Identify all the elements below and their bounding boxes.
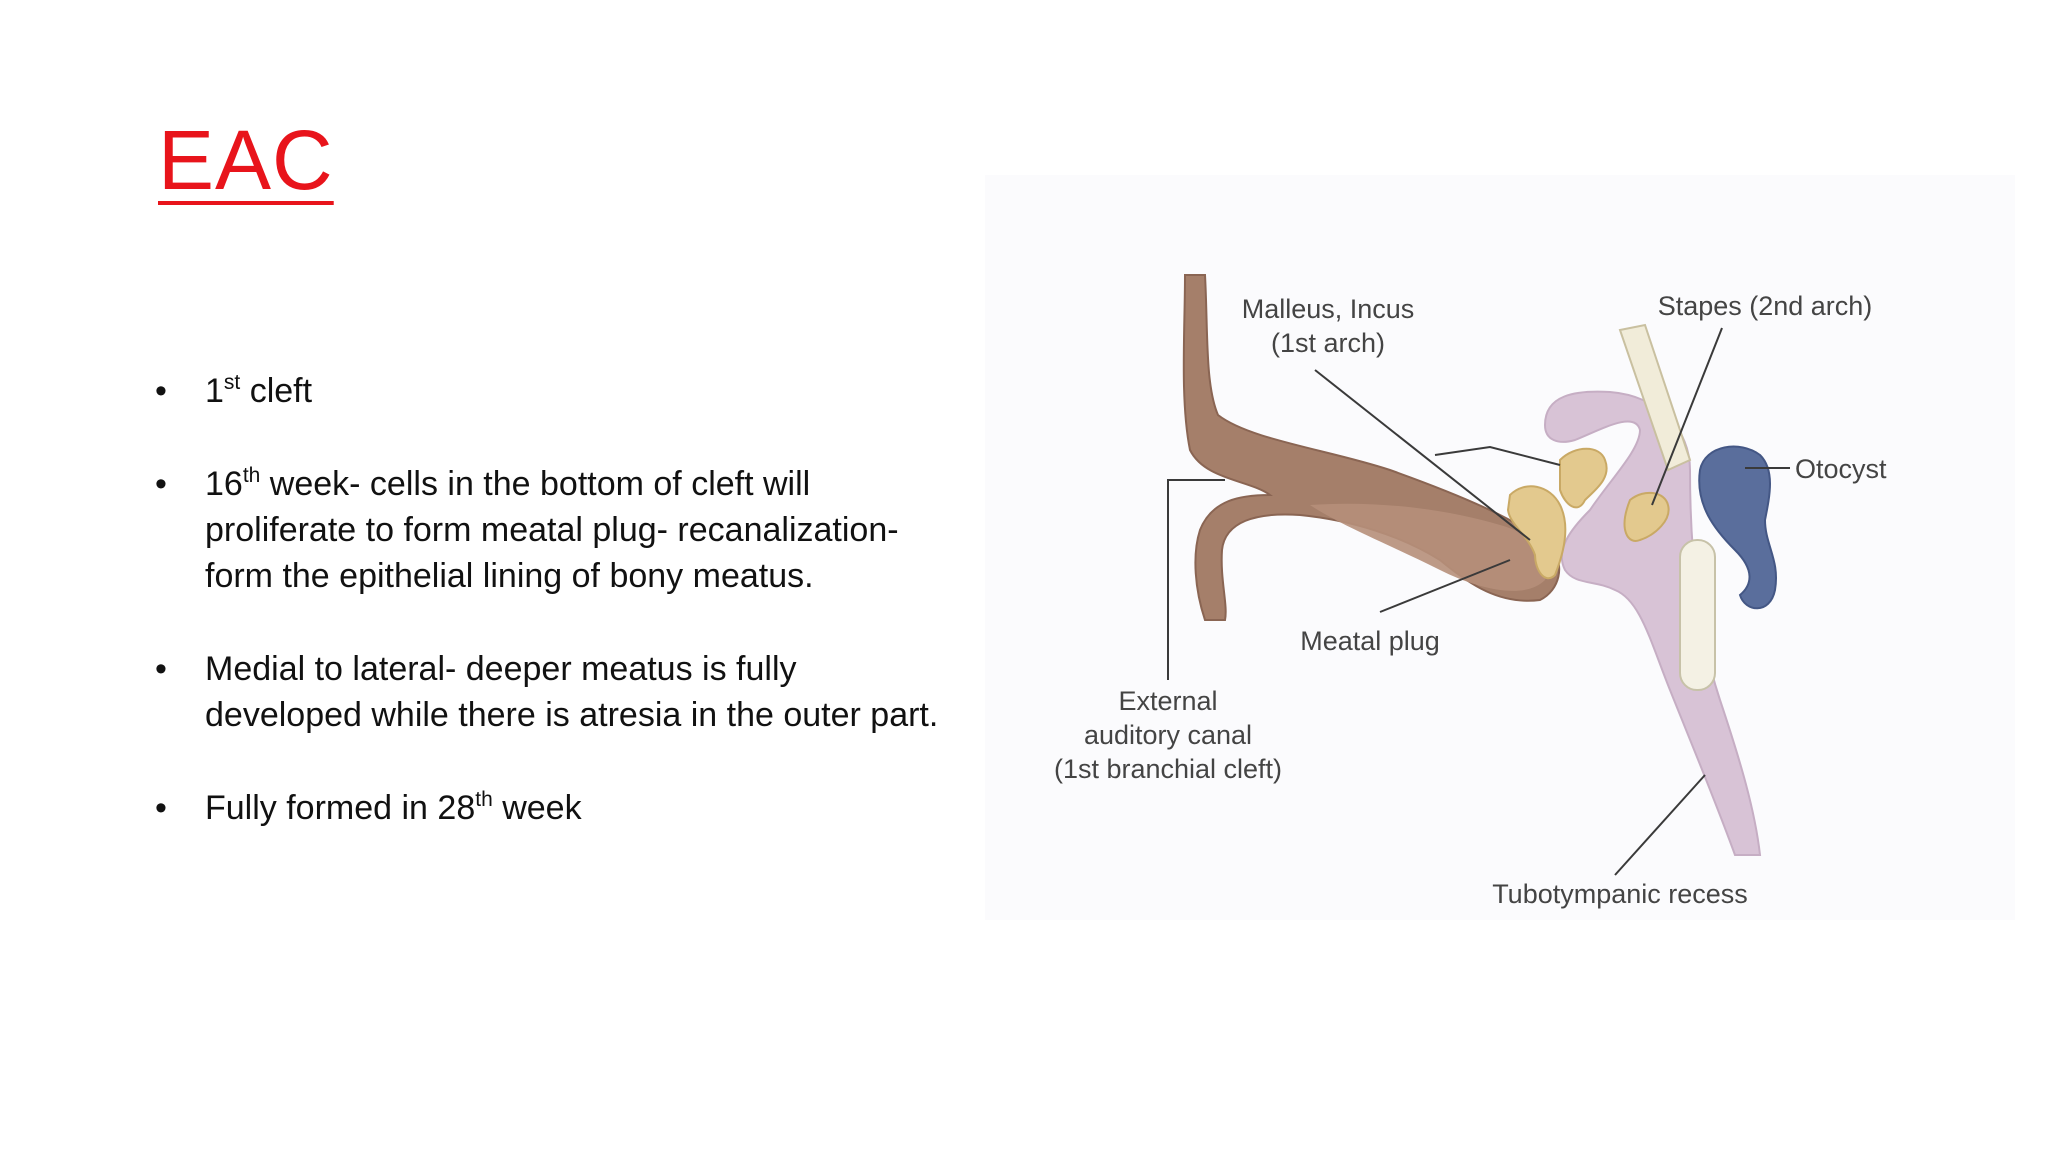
bullet-list: 1st cleft 16th week- cells in the bottom… <box>155 368 955 878</box>
vertical-capsule <box>1679 539 1716 691</box>
stapes-ossicle <box>1623 491 1670 542</box>
bullet-item: Medial to lateral- deeper meatus is full… <box>155 646 955 738</box>
label-meatal-plug: Meatal plug <box>1300 626 1440 656</box>
label-stapes: Stapes (2nd arch) <box>1658 291 1873 321</box>
label-otocyst: Otocyst <box>1795 454 1887 484</box>
label-tubotympanic-recess: Tubotympanic recess <box>1492 879 1748 909</box>
bullet-item: Fully formed in 28th week <box>155 785 955 831</box>
label-malleus-incus: Malleus, Incus <box>1242 294 1415 324</box>
leader-line-malleus <box>1314 369 1531 541</box>
label-auditory-canal: auditory canal <box>1084 720 1252 750</box>
bullet-item: 1st cleft <box>155 368 955 414</box>
leader-line-tubotympanic <box>1614 774 1706 876</box>
slide-title: EAC <box>158 113 334 207</box>
tubotympanic-recess <box>1543 390 1762 856</box>
label-branchial-cleft: (1st branchial cleft) <box>1054 754 1282 784</box>
leader-lines <box>1167 327 1790 876</box>
label-external: External <box>1118 686 1217 716</box>
stapes-column <box>1618 323 1692 472</box>
label-first-arch: (1st arch) <box>1271 328 1385 358</box>
bullet-item: 16th week- cells in the bottom of cleft … <box>155 461 955 599</box>
leader-line-meatal-plug <box>1379 559 1511 613</box>
ear-embryology-diagram: Malleus, Incus (1st arch) Stapes (2nd ar… <box>985 175 2015 920</box>
otocyst <box>1698 445 1777 610</box>
leader-line-stapes <box>1651 327 1723 506</box>
leader-line-eac <box>1167 479 1225 680</box>
leader-line-ossicle-bracket <box>1434 445 1561 466</box>
incus-ossicle <box>1559 447 1608 509</box>
